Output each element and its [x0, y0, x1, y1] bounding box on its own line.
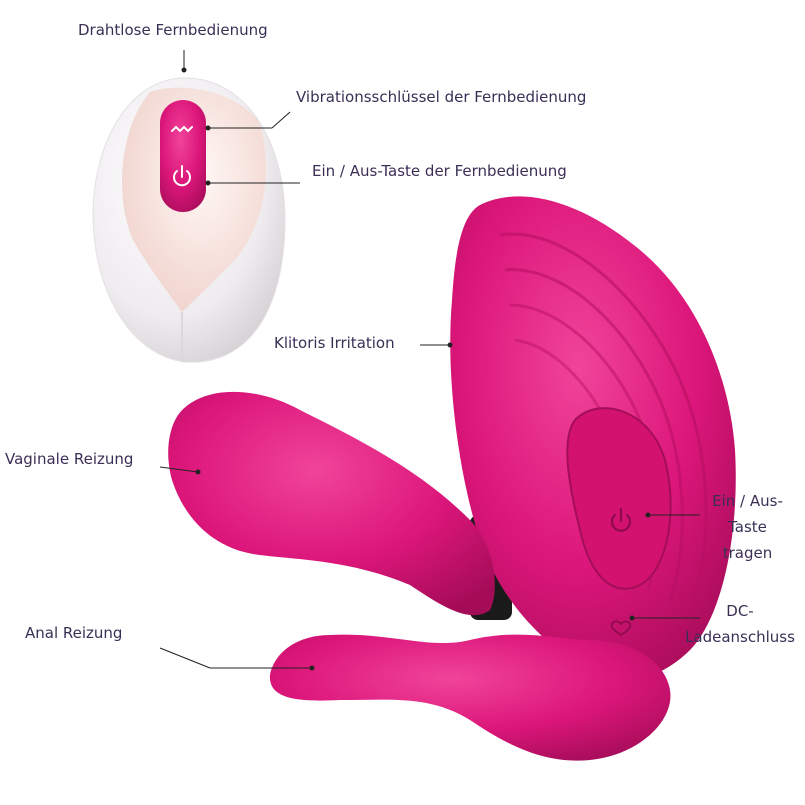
label-remote: Drahtlose Fernbedienung: [78, 21, 268, 39]
device-body: [168, 196, 736, 761]
wave-icon: [171, 125, 193, 133]
label-anal: Anal Reizung: [25, 624, 123, 642]
power-icon: [610, 507, 632, 532]
label-vaginal: Vaginale Reizung: [5, 450, 134, 468]
heart-icon: [610, 620, 632, 637]
leader-lines: [159, 50, 700, 671]
label-power-line1: Ein / Aus-: [712, 492, 783, 510]
label-power-button: Ein / Aus- Taste tragen: [700, 488, 795, 566]
anal-arm: [269, 634, 671, 761]
label-vibration-key: Vibrationsschlüssel der Fernbedienung: [296, 88, 587, 106]
label-remote-power: Ein / Aus-Taste der Fernbedienung: [312, 162, 567, 180]
label-power-line2: Taste: [728, 518, 767, 536]
label-dc-line1: DC-: [726, 602, 754, 620]
power-icon: [173, 165, 191, 187]
control-panel: [566, 407, 672, 590]
remote-control: [92, 77, 286, 363]
label-clitoris: Klitoris Irritation: [274, 334, 395, 352]
label-power-line3: tragen: [722, 544, 773, 562]
vaginal-insert: [168, 391, 495, 616]
remote-button-strip: [160, 100, 206, 212]
label-dc-port: DC- Ladeanschluss: [680, 598, 800, 650]
label-dc-line2: Ladeanschluss: [685, 628, 795, 646]
